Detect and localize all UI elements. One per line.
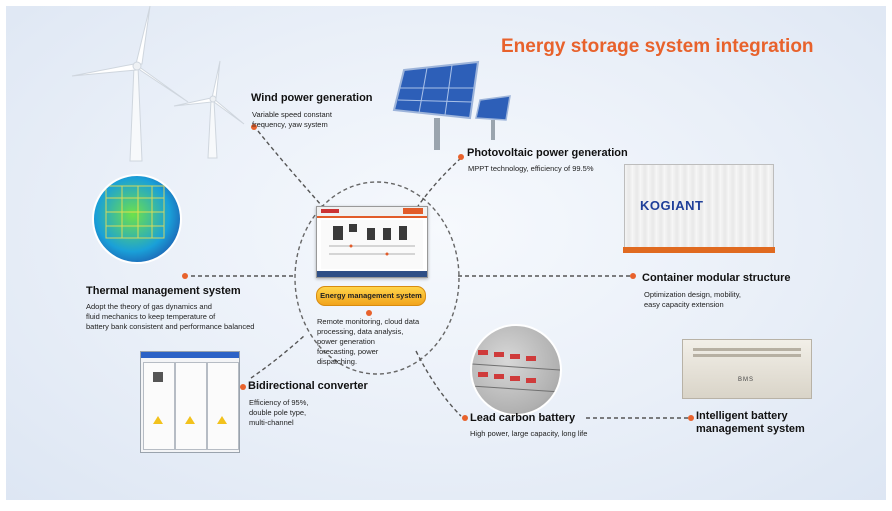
container-description: Optimization design, mobility, easy capa…: [644, 290, 741, 309]
container-dot: [630, 273, 636, 279]
wind-turbine-icon: [71, 6, 245, 162]
thermal-description: Adopt the theory of gas dynamics and flu…: [86, 302, 255, 331]
pv-description: MPPT technology, efficiency of 99.5%: [468, 164, 594, 173]
container-brand: KOGIANT: [640, 198, 704, 213]
battery-description: High power, large capacity, long life: [470, 429, 588, 438]
converter-heading: Bidirectional converter: [248, 380, 368, 392]
thermal-map-icon: [92, 174, 182, 264]
ems-label: Energy management system: [316, 286, 426, 306]
thermal-dot: [182, 273, 188, 279]
converter-description: Efficiency of 95%, double pole type, mul…: [249, 398, 309, 427]
container-icon: [623, 164, 775, 253]
battery-connector: [415, 350, 462, 417]
bms-heading: Intelligent battery management system: [696, 410, 805, 435]
wind-dot: [251, 124, 257, 130]
converter-dot: [240, 384, 246, 390]
wind-description: Variable speed constant frequency, yaw s…: [252, 110, 332, 129]
pv-dot: [458, 154, 464, 160]
battery-heading: Lead carbon battery: [470, 412, 576, 424]
pv-connector: [417, 157, 462, 207]
ems-dot: [366, 310, 372, 316]
converter-connector: [250, 335, 305, 379]
converter-cabinet-icon: [140, 351, 240, 453]
bms-box-icon: [682, 339, 812, 399]
ems-dashed-ring: [294, 181, 460, 375]
connector-lines: [191, 130, 688, 419]
page-title: Energy storage system integration: [501, 36, 814, 57]
wind-heading: Wind power generation: [251, 92, 373, 104]
pv-heading: Photovoltaic power generation: [467, 147, 628, 159]
battery-rack-icon: [470, 324, 562, 416]
wind-connector: [257, 130, 332, 217]
container-heading: Container modular structure: [642, 272, 791, 284]
battery-dot: [462, 415, 468, 421]
bms-dot: [688, 415, 694, 421]
ems-description: Remote monitoring, cloud data processing…: [317, 317, 420, 366]
bms-device-label: BMS: [738, 377, 755, 383]
thermal-heading: Thermal management system: [86, 285, 241, 297]
diagram-canvas: Energy storage system integration Wind p…: [6, 6, 886, 500]
solar-panel-icon: [392, 60, 511, 150]
ems-screen-icon: [316, 206, 428, 278]
